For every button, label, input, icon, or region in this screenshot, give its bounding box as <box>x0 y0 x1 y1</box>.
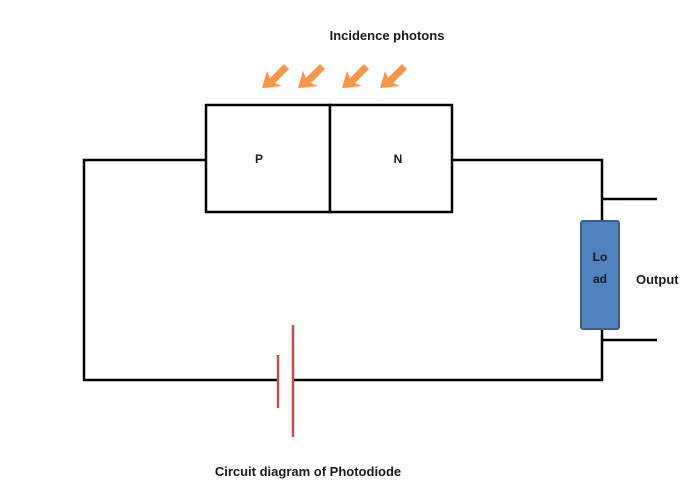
p-region <box>204 103 332 214</box>
n-label: N <box>394 152 403 166</box>
pn-junction <box>204 103 454 214</box>
n-region <box>328 103 454 214</box>
load-resistor <box>580 220 620 330</box>
load-label-line2: ad <box>593 272 607 286</box>
right-wire <box>452 158 604 222</box>
output-label: Output <box>636 272 679 287</box>
photon-arrow-icon <box>342 64 369 88</box>
photon-arrows <box>262 64 407 88</box>
photon-arrow-icon <box>298 64 325 88</box>
diagram-caption: Circuit diagram of Photodiode <box>215 464 401 479</box>
p-label: P <box>255 152 263 166</box>
left-wire <box>82 158 278 382</box>
load-label-line1: Lo <box>593 250 608 264</box>
battery-icon <box>276 325 295 437</box>
incidence-photons-label: Incidence photons <box>330 28 445 43</box>
circuit-wires <box>82 158 657 382</box>
bottom-right-wire <box>294 330 604 382</box>
photon-arrow-icon <box>262 64 289 88</box>
photon-arrow-icon <box>380 64 407 88</box>
